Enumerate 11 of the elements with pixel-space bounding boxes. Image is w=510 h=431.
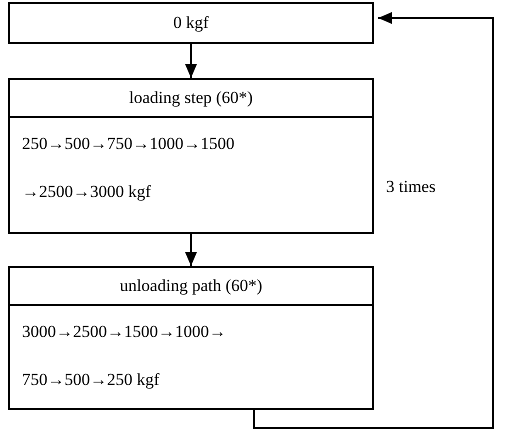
process-box	[8, 2, 374, 44]
arrow	[185, 234, 197, 266]
box-heading: unloading path (60*)	[10, 268, 372, 306]
process-box	[8, 266, 374, 410]
process-box	[8, 78, 374, 234]
arrow	[253, 12, 494, 429]
box-heading: loading step (60*)	[10, 80, 372, 118]
box-body: 3000→2500→1500→1000→ 750→500→250 kgf	[21, 321, 227, 391]
box-body: 250→500→750→1000→1500 →2500→3000 kgf	[21, 133, 236, 203]
arrow	[185, 44, 197, 78]
box-heading: 0 kgf	[172, 12, 210, 34]
